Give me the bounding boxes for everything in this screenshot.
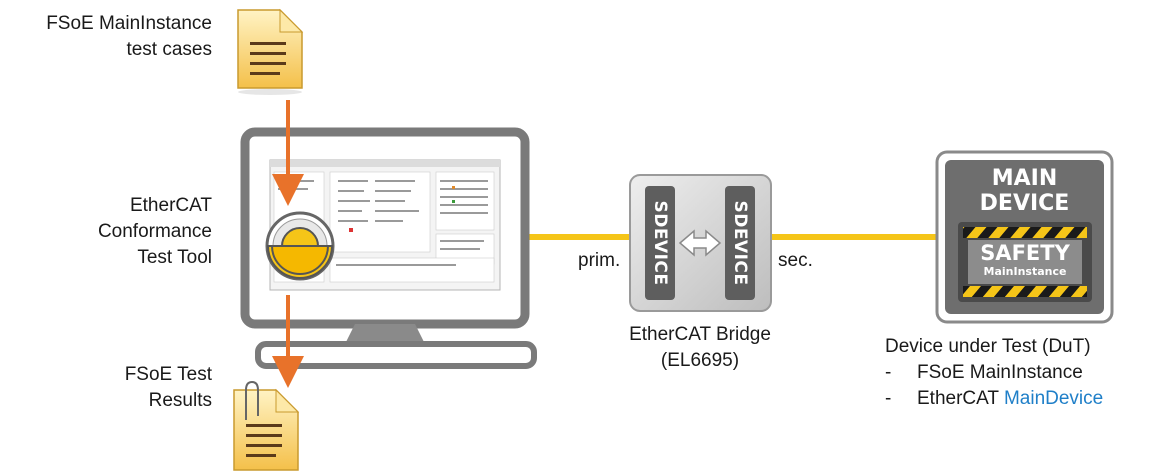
bridge-caption-line1: EtherCAT Bridge [629,324,771,345]
main-device-title-line2: DEVICE [979,191,1070,216]
results-label-line2: Results [148,390,212,411]
dut-feature-item: - EtherCAT MainDevice [885,386,1103,412]
test-cases-document-icon [237,8,304,95]
test-cases-label: FSoE MainInstance test cases [0,11,212,63]
test-tool-label-line3: Test Tool [137,247,212,268]
primary-port-label: prim. [578,250,621,271]
dut-title: Device under Test (DuT) [885,336,1091,357]
ethercat-bridge-icon [629,174,772,312]
results-label-line1: FSoE Test [124,364,212,385]
bridge-caption-line2: (EL6695) [660,350,740,371]
main-device-icon [935,150,1114,324]
list-bullet: - [885,388,892,409]
test-cases-label-line2: test cases [126,39,212,60]
results-document-icon [233,388,300,471]
test-cases-label-line1: FSoE MainInstance [46,13,212,34]
bridge-left-port-label: SDEVICE [650,200,670,286]
main-device-highlight: MainDevice [1003,388,1104,409]
secondary-port-label: sec. [778,250,813,271]
bridge-right-port-label: SDEVICE [730,200,750,286]
dut-feature-item: - FSoE MainInstance [885,360,1103,386]
test-tool-label: EtherCAT Conformance Test Tool [0,193,212,271]
main-device-title: MAIN DEVICE [945,166,1104,216]
dut-feature-text: FSoE MainInstance [917,362,1083,383]
main-device-title-line1: MAIN [991,166,1058,191]
results-label: FSoE Test Results [0,362,212,414]
test-tool-label-line2: Conformance [97,221,212,242]
test-tool-label-line1: EtherCAT [129,195,212,216]
paperclip-icon [245,380,259,420]
list-bullet: - [885,362,892,383]
safety-label: SAFETY [980,241,1070,265]
main-instance-label: MainInstance [983,265,1067,278]
dut-feature-text: EtherCAT [917,388,1004,409]
bridge-caption: EtherCAT Bridge (EL6695) [600,322,800,374]
dut-feature-list: - FSoE MainInstance - EtherCAT MainDevice [885,360,1103,412]
test-tool-logo-icon [265,211,335,281]
